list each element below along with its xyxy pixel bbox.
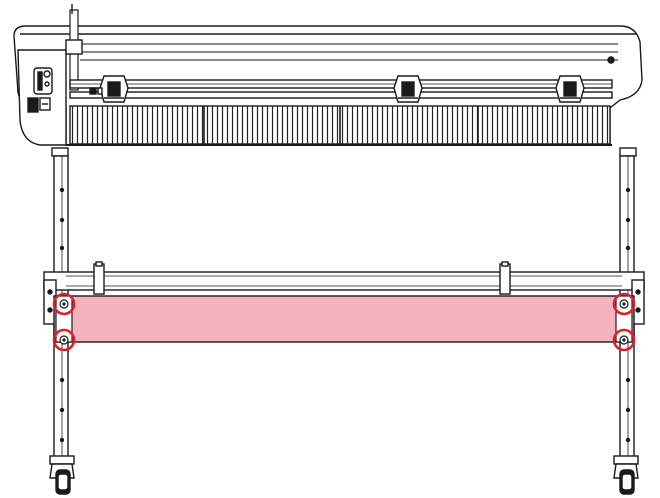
pinch-roller-left — [99, 75, 129, 103]
marker-ring-bottom-left — [52, 328, 76, 352]
roll-holder-bar — [43, 261, 645, 325]
marker-ring-bottom-right — [612, 328, 636, 352]
screw-marker-rings — [52, 292, 636, 352]
screw-bottom-left — [59, 335, 69, 345]
screw-top-left — [59, 299, 69, 309]
pinch-roller-right — [555, 75, 585, 103]
grille-dividers — [203, 106, 479, 144]
marker-ring-top-right — [612, 292, 636, 316]
pinch-roller-center — [393, 75, 423, 103]
stand-crossbar-highlight — [53, 295, 635, 343]
crossbar-screws — [59, 299, 629, 345]
caster-right — [613, 455, 639, 495]
caster-left — [49, 455, 75, 495]
screw-top-right — [619, 299, 629, 309]
screw-bottom-right — [619, 335, 629, 345]
marker-ring-top-left — [52, 292, 76, 316]
